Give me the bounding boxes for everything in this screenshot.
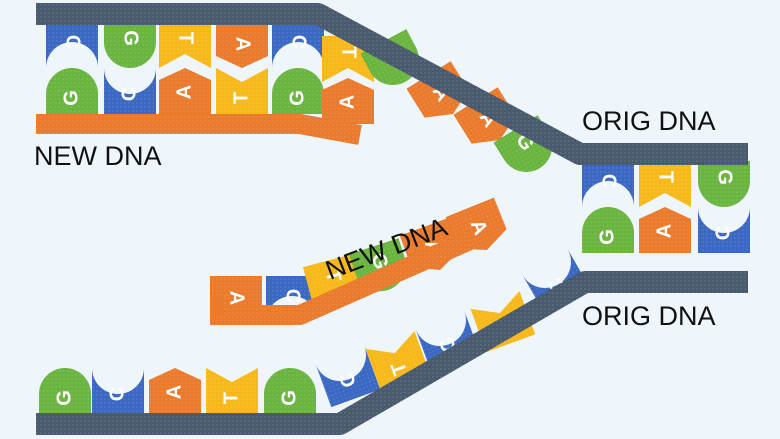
svg-text:C: C — [335, 369, 361, 390]
svg-text:C: C — [62, 35, 84, 49]
svg-text:T: T — [338, 46, 360, 58]
svg-text:G: G — [286, 90, 308, 106]
svg-text:G: G — [596, 229, 618, 245]
svg-text:C: C — [288, 35, 310, 49]
svg-text:A: A — [173, 85, 195, 99]
base-c-top-upper-4: C — [272, 22, 324, 68]
base-g-top-upper-1: G — [104, 22, 156, 68]
svg-text:G: G — [53, 390, 75, 406]
new-dna-top-label: NEW DNA — [34, 141, 162, 171]
base-a-top-lower-2: A — [159, 68, 211, 114]
svg-text:G: G — [60, 90, 82, 106]
svg-text:T: T — [655, 171, 677, 183]
strands-layer — [36, 3, 748, 435]
base-g-top-lower-4: G — [272, 68, 324, 114]
base-t-bottom-lower-3: T — [206, 368, 258, 414]
base-c-right-lower-2: C — [698, 207, 750, 253]
svg-text:A: A — [226, 291, 248, 305]
svg-text:T: T — [230, 92, 252, 104]
base-g-top-lower-0: G — [46, 68, 98, 114]
svg-text:T: T — [321, 267, 345, 284]
new-strand-top — [36, 114, 362, 145]
base-c-right-upper-0: C — [582, 161, 634, 207]
svg-text:C: C — [106, 387, 128, 401]
base-c-top-upper-0: C — [46, 22, 98, 68]
base-c-bottom-lower-1: C — [92, 368, 144, 414]
orig-dna-bottom-label: ORIG DNA — [582, 301, 716, 331]
svg-text:A: A — [163, 385, 185, 399]
base-a-bottom-lower-2: A — [149, 368, 201, 414]
svg-text:T: T — [175, 32, 197, 44]
base-g-bottom-lower-4: G — [264, 368, 316, 414]
base-g-right-lower-0: G — [582, 207, 634, 253]
base-a-right-lower-1: A — [639, 207, 691, 253]
svg-text:T: T — [220, 392, 242, 404]
svg-text:C: C — [118, 87, 140, 101]
svg-text:G: G — [278, 390, 300, 406]
svg-text:G: G — [120, 30, 142, 46]
original-strand-bottom — [36, 271, 748, 435]
svg-text:C: C — [712, 226, 734, 240]
new-strand-bottom — [210, 230, 475, 325]
svg-text:G: G — [714, 169, 736, 185]
svg-text:A: A — [232, 37, 254, 51]
base-g-right-upper-2: G — [698, 161, 750, 207]
original-strand-top — [36, 3, 748, 165]
base-g-bottom-lower-0: G — [39, 368, 91, 414]
base-t-top-upper-2: T — [159, 22, 211, 68]
base-a-top-upper-3: A — [216, 22, 268, 68]
base-c-top-lower-1: C — [104, 68, 156, 114]
svg-text:C: C — [282, 289, 304, 303]
base-c-bottom-slope-0: C — [315, 346, 381, 408]
orig-dna-top-label: ORIG DNA — [582, 106, 716, 136]
svg-text:A: A — [336, 95, 358, 109]
svg-text:A: A — [653, 224, 675, 238]
svg-text:C: C — [598, 174, 620, 188]
base-t-right-upper-1: T — [639, 161, 691, 207]
base-c-bottom-upper-1: C — [266, 276, 318, 322]
new-strand-bottom-cap — [210, 298, 222, 316]
base-t-top-lower-3: T — [216, 68, 268, 114]
base-a-top-lower-5: A — [322, 78, 374, 124]
